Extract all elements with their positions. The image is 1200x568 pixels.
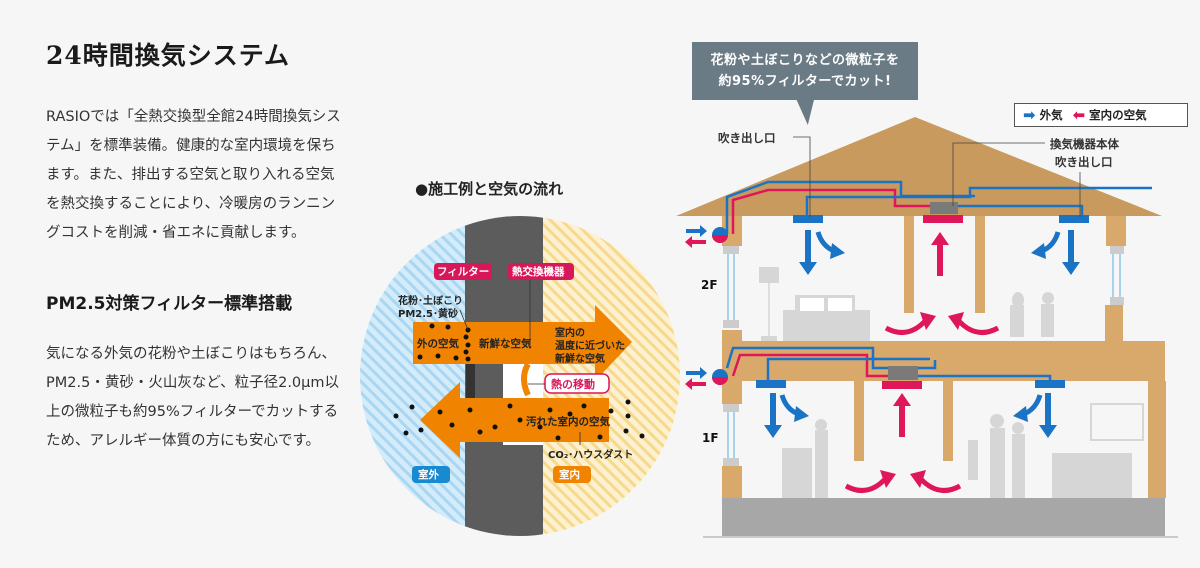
particle-dots-incoming [417,323,471,362]
ventilation-unit-1f [888,366,918,380]
indoor-fresh-label-3: 新鮮な空気 [555,354,605,365]
legend: ➡ 外気 ⬅ 室内の空気 [1014,103,1188,127]
post [975,216,985,313]
incoming-air-arrow [413,305,632,381]
ventilation-unit-2f [930,202,958,214]
floor-1f-label: 1F [702,431,719,445]
callout-line-2: 約95%フィルターでカット! [718,74,892,89]
outgoing-air-arrow [420,382,609,458]
dirty-air-label: 汚れた室内の空気 [526,416,610,428]
foundation [722,498,1165,536]
arrow-left-icon: ⬅ [1072,105,1086,124]
external-arrows [685,225,707,390]
post [943,381,953,461]
unit-label: 換気機器本体 [1050,137,1119,151]
legend-inside-label: 室内の空気 [1089,108,1147,122]
outlet-2f-left [793,215,823,223]
indoor-fresh-label-2: 温度に近づいた [555,341,625,352]
callout-bubble: 花粉や土ぼこりなどの微粒子を 約95%フィルターでカット! [692,42,918,100]
co2-label: CO₂･ハウスダスト [548,450,634,461]
ducts-2f [725,180,1152,234]
outdoor-tag: 室外 [418,469,439,481]
outdoor-tag-bg [412,466,450,483]
legend-outside: ➡ 外気 [1023,107,1063,123]
particles-label-1: 花粉･土ぼこり [398,296,463,307]
furniture [759,267,1144,498]
intro-text: RASIOでは「全熱交換型全館24時間換気システム」を標準装備。健康的な室内環境… [46,109,341,241]
page-title: 24時間換気システム [46,41,291,70]
intake-1f [882,381,922,389]
outlet-2f-right [1059,215,1089,223]
particle-dots-outgoing [393,399,645,441]
outlet-1f-right [1035,380,1065,388]
filter-tag: フィルター [437,266,490,278]
exchanger-tag: 熱交換機器 [512,266,565,278]
pm25-text: 気になる外気の花粉や土ぼこりはもちろん、PM2.5・黄砂・火山灰など、粒子径2.… [46,346,339,449]
callout-tail [796,99,818,125]
indoor-fresh-label-1: 室内の [555,328,585,339]
exhaust-curved-arrows [844,318,1000,493]
exchanger-tag-bg [508,263,574,280]
particles-label-2: PM2.5･黄砂 [398,309,458,320]
floor-2f-label: 2F [701,278,718,292]
legend-outside-label: 外気 [1039,108,1063,122]
exhaust-arrows [893,232,949,437]
fresh-air-label: 新鮮な空気 [479,338,532,350]
post [904,216,914,313]
flow-circle [360,216,680,536]
outlet-1f-left [756,380,786,388]
intake-2f [923,215,963,223]
heat-transfer-curve [521,362,531,397]
outside-air-label: 外の空気 [417,338,459,350]
pm25-heading: PM2.5対策フィルター標準搭載 [46,294,293,314]
outdoor-zone [360,216,465,536]
callout-line-1: 花粉や土ぼこりなどの微粒子を [710,53,900,68]
flow-diagram-title: ●施工例と空気の流れ [415,180,564,198]
indoor-tag: 室内 [559,469,580,481]
heat-transfer-tag: 熱の移動 [551,378,595,391]
heat-tag-bg [544,373,610,394]
outlet-label-right: 吹き出し口 [1055,155,1113,169]
filter-tag-bg [434,263,492,280]
supply-arrows [764,230,1080,438]
post [854,381,864,461]
filter-bar [466,343,475,399]
legend-inside: ⬅ 室内の空気 [1073,107,1147,123]
indoor-tag-bg [553,466,591,483]
outlet-label-left: 吹き出し口 [718,131,776,145]
arrow-right-icon: ➡ [1023,105,1036,124]
